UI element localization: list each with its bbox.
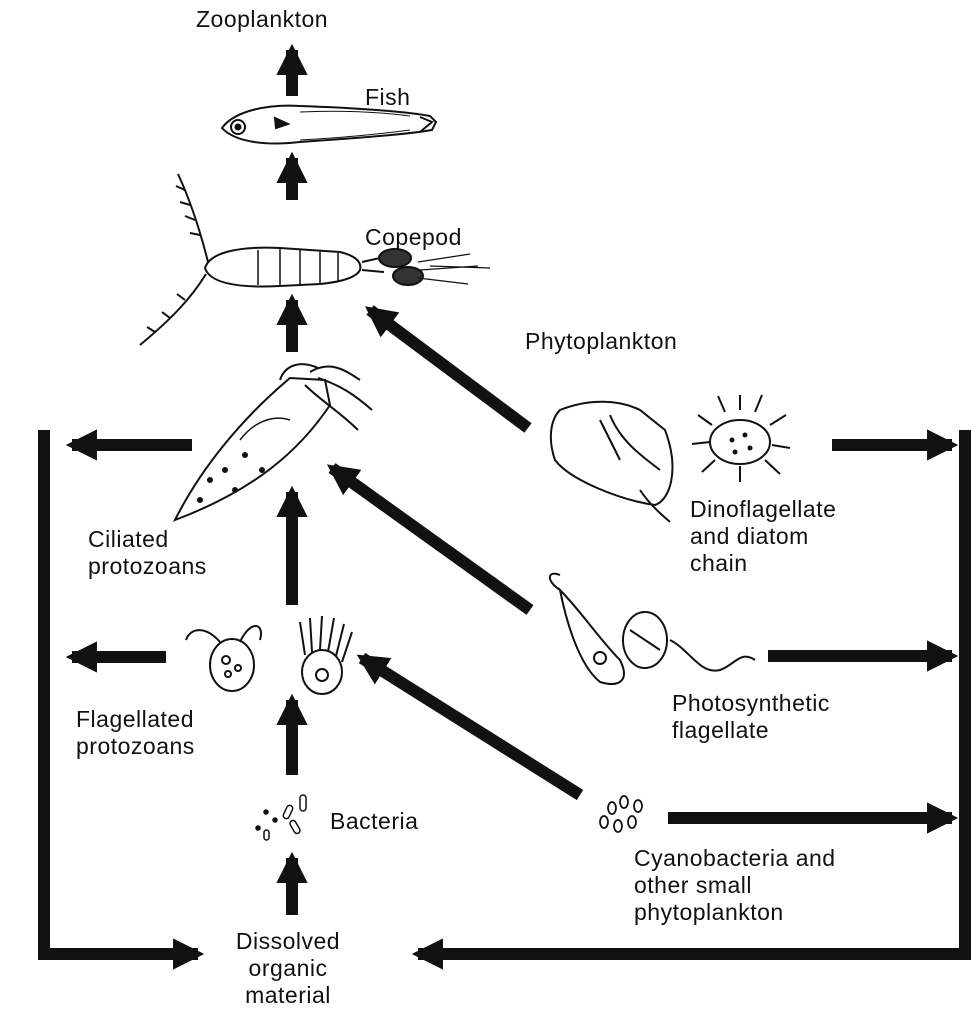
cyanobacteria-illustration bbox=[600, 796, 642, 832]
photosynthetic-flagellate-illustration bbox=[550, 574, 755, 684]
label-dinoflagellate: Dinoflagellate and diatom chain bbox=[690, 496, 836, 577]
bacteria-illustration bbox=[256, 795, 306, 840]
label-dissolved-organic-material: Dissolved organic material bbox=[200, 928, 376, 1009]
arrow-cyano-to-flagellate bbox=[362, 658, 580, 795]
label-flagellated-protozoans: Flagellated protozoans bbox=[76, 706, 195, 760]
label-fish: Fish bbox=[365, 84, 410, 111]
label-ciliated-protozoans: Ciliated protozoans bbox=[88, 526, 207, 580]
label-photosynthetic-flagellate: Photosynthetic flagellate bbox=[672, 690, 830, 744]
label-phytoplankton: Phytoplankton bbox=[525, 328, 677, 355]
label-bacteria: Bacteria bbox=[330, 808, 418, 835]
arrow-phyto-to-copepod bbox=[370, 310, 528, 428]
label-cyanobacteria: Cyanobacteria and other small phytoplank… bbox=[634, 845, 836, 926]
label-copepod: Copepod bbox=[365, 224, 462, 251]
label-zooplankton: Zooplankton bbox=[196, 6, 328, 33]
fish-illustration bbox=[222, 106, 436, 144]
copepod-illustration bbox=[140, 174, 490, 345]
arrow-photoflag-to-ciliate bbox=[332, 468, 530, 610]
ciliated-protozoan-illustration bbox=[175, 364, 372, 520]
flagellated-protozoan-illustration bbox=[186, 616, 352, 694]
